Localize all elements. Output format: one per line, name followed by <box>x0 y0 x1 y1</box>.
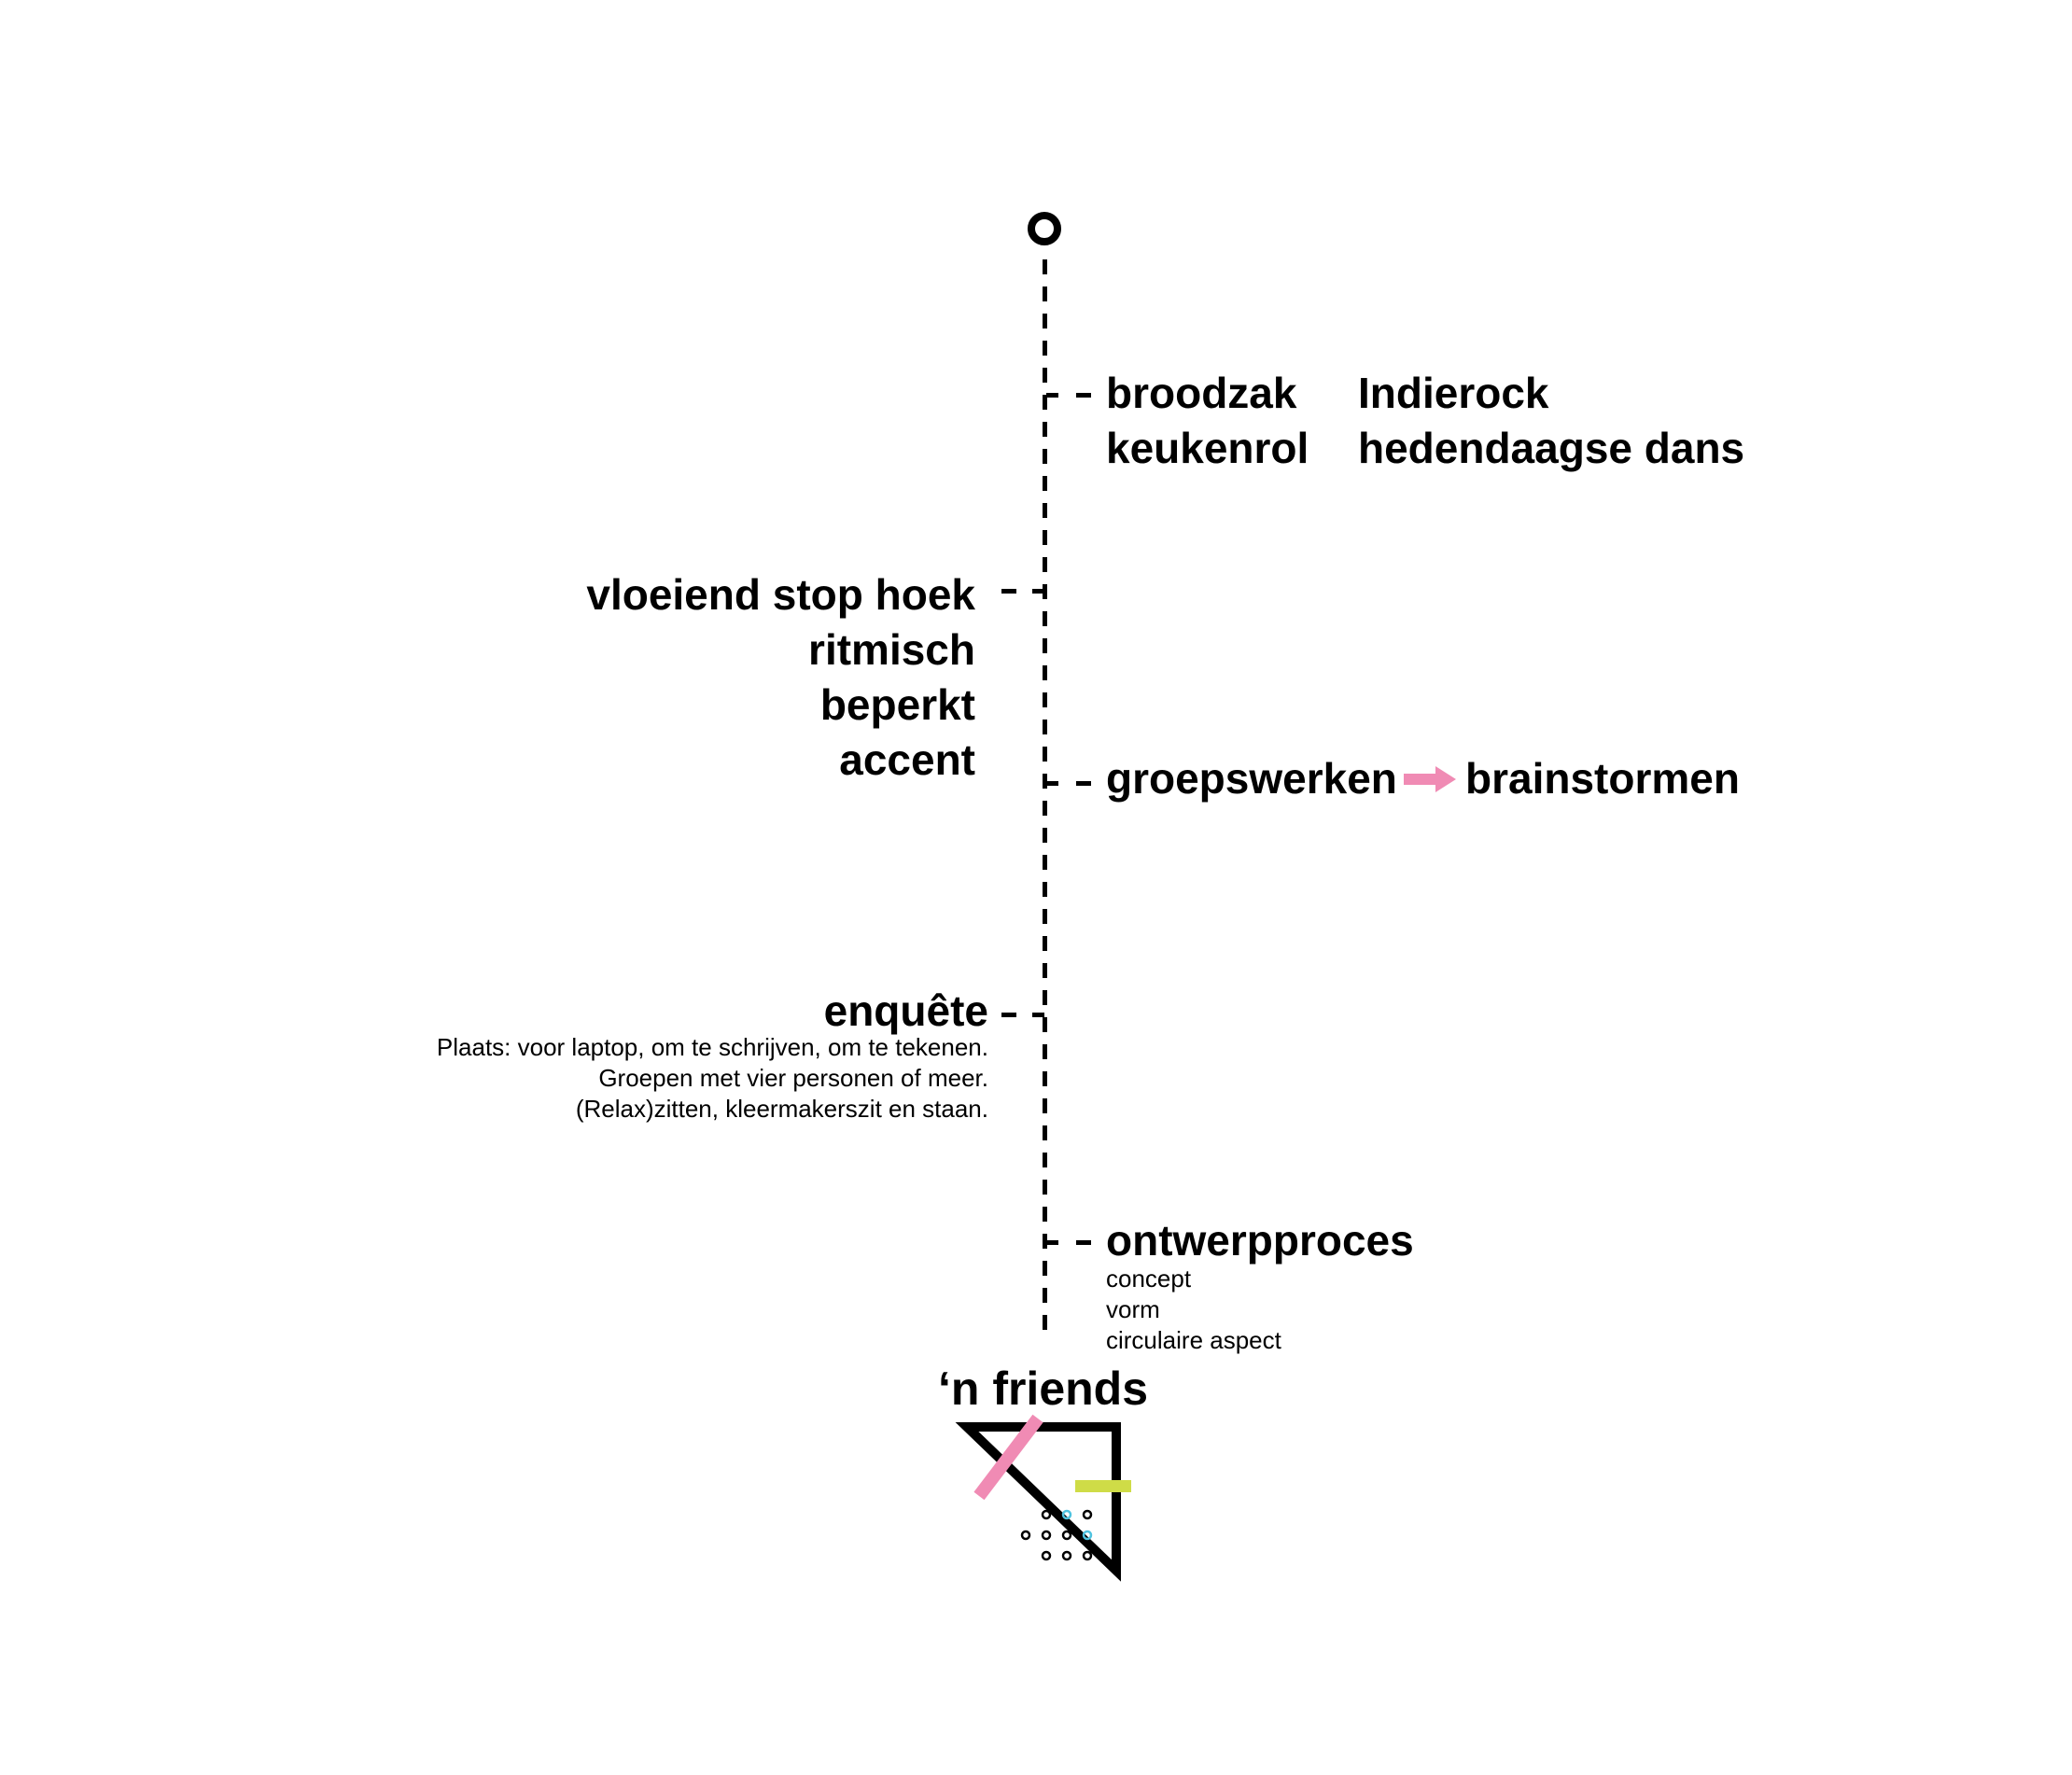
logo-triangle-icon <box>955 1414 1131 1582</box>
enquete-title: enquête <box>823 986 988 1035</box>
logo-dot <box>1061 1530 1072 1541</box>
tick-groepswerken-outer <box>1076 781 1091 786</box>
arrow-right-icon <box>1404 766 1456 792</box>
ontwerpproces-detail: concept <box>1106 1265 1192 1293</box>
tick-vloeiend-outer <box>1001 589 1016 594</box>
timeline-dashed-line <box>1043 259 1047 1335</box>
ontwerpproces-details: concept vorm circulaire aspect <box>1106 1264 1281 1356</box>
enquete-detail: Groepen met vier personen of meer. <box>598 1064 988 1092</box>
tick-enquete-outer <box>1001 1013 1016 1017</box>
arrow-head <box>1435 766 1456 792</box>
ontwerpproces-title: ontwerpproces <box>1106 1216 1414 1265</box>
node1-item: broodzak <box>1106 369 1297 417</box>
node2-lines: vloeiend stop hoek ritmisch beperkt acce… <box>560 567 975 788</box>
node1-col1: broodzak keukenrol <box>1106 366 1309 476</box>
logo-dot <box>1041 1550 1052 1561</box>
node1-item: Indierock <box>1358 369 1549 417</box>
logo-dot <box>1082 1509 1093 1520</box>
logo-dot <box>1061 1550 1072 1561</box>
node1-col2: Indierock hedendaagse dans <box>1358 366 1744 476</box>
tick-vloeiend-inner <box>1032 589 1044 594</box>
tick-ontwerpproces-inner <box>1046 1240 1058 1245</box>
logo-dot <box>1082 1530 1093 1541</box>
tick-broodzak-inner <box>1046 393 1058 398</box>
tick-enquete-inner <box>1032 1013 1044 1017</box>
logo-dot <box>1041 1530 1052 1541</box>
arrow-shaft <box>1404 774 1437 785</box>
groepswerken-label: groepswerken <box>1106 754 1397 803</box>
node1-item: keukenrol <box>1106 424 1309 472</box>
tick-broodzak-outer <box>1076 393 1091 398</box>
enquete-details: Plaats: voor laptop, om te schrijven, om… <box>280 1032 988 1125</box>
tick-ontwerpproces-outer <box>1076 1240 1091 1245</box>
ontwerpproces-detail: circulaire aspect <box>1106 1326 1281 1354</box>
node2-item: ritmisch <box>808 625 975 674</box>
logo-dot <box>1041 1509 1052 1520</box>
tick-groepswerken-inner <box>1046 781 1058 786</box>
enquete-detail: Plaats: voor laptop, om te schrijven, om… <box>436 1033 988 1061</box>
logo-dot <box>1061 1509 1072 1520</box>
enquete-detail: (Relax)zitten, kleermakerszit en staan. <box>575 1095 988 1123</box>
logo-triangle <box>955 1422 1121 1582</box>
logo-wordmark: ‘n friends <box>938 1363 1149 1415</box>
logo-pink-stripe <box>973 1414 1043 1501</box>
timeline-start-node <box>1028 212 1061 245</box>
brainstormen-label: brainstormen <box>1465 754 1740 803</box>
node1-item: hedendaagse dans <box>1358 424 1745 472</box>
logo-dot <box>1020 1530 1031 1541</box>
ontwerpproces-detail: vorm <box>1106 1295 1160 1323</box>
node2-item: vloeiend stop hoek <box>586 570 975 619</box>
logo-lime-bar <box>1075 1480 1131 1492</box>
logo-dot-grid <box>1020 1509 1093 1561</box>
logo-dot <box>1082 1550 1093 1561</box>
node2-item: accent <box>839 735 975 784</box>
node2-item: beperkt <box>819 680 975 729</box>
